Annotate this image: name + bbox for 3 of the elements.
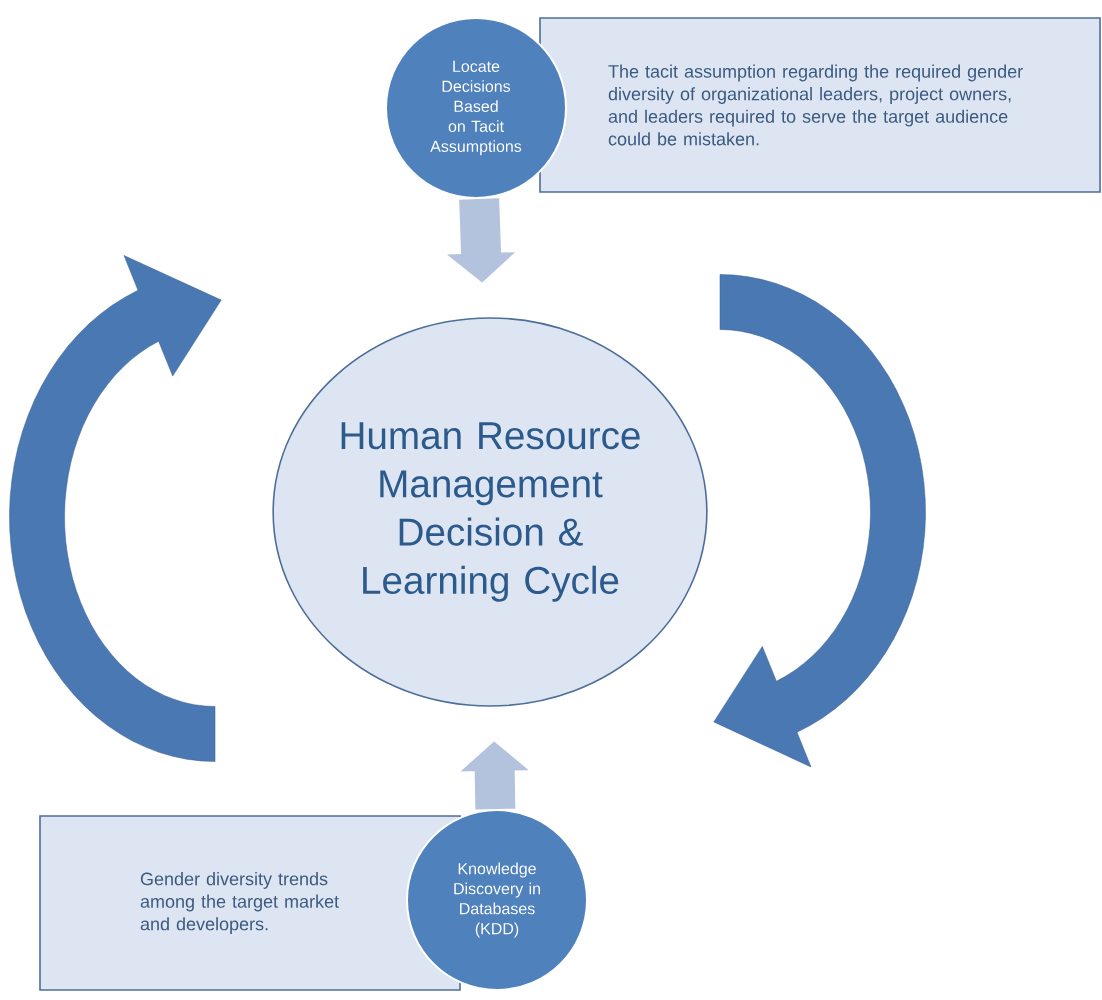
text-box: The tacit assumption regarding the required gender diversity of organizational leaders, project owners, and leaders required to serve the target audience could be mistaken. (539, 17, 1101, 193)
circle-node: Locate Decisions Based on Tacit Assumptions (385, 17, 567, 199)
circle-node: Knowledge Discovery in Databases (KDD) (406, 809, 588, 991)
